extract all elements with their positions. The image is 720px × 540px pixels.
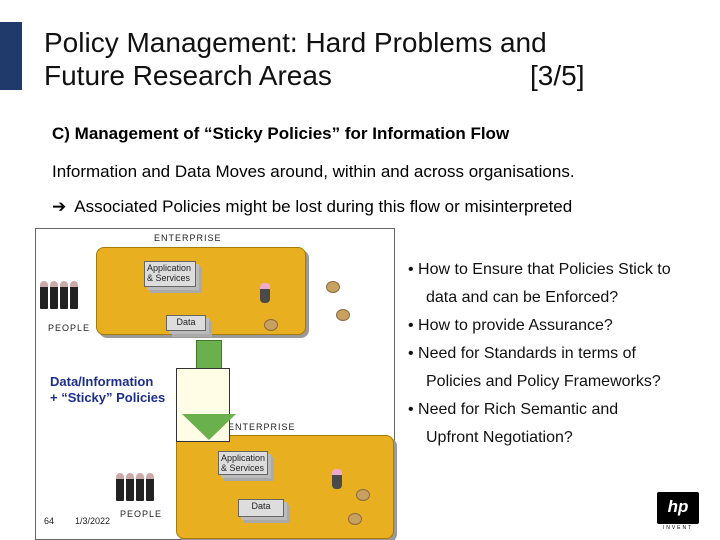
title-line-1: Policy Management: Hard Problems and xyxy=(44,26,547,59)
title-line-2: Future Research Areas xyxy=(44,59,547,92)
paragraph-1: Information and Data Moves around, withi… xyxy=(52,162,575,182)
data-card-bottom: Data xyxy=(238,499,284,517)
people-label-bottom: PEOPLE xyxy=(120,509,162,519)
section-heading: C) Management of “Sticky Policies” for I… xyxy=(52,124,509,144)
page-number: 64 xyxy=(44,516,54,526)
object-icon xyxy=(336,309,350,321)
flow-arrow-head xyxy=(182,414,236,440)
bullet-2-line-1: • How to provide Assurance? xyxy=(408,317,613,334)
paragraph-2-text: Associated Policies might be lost during… xyxy=(74,197,572,216)
bullet-4-line-2: Upfront Negotiation? xyxy=(408,424,713,452)
people-group-bottom xyxy=(116,473,154,501)
title-accent-bar xyxy=(0,22,22,90)
sticky-label-line-2: + “Sticky” Policies xyxy=(50,390,165,405)
bullet-3-line-1: • Need for Standards in terms of xyxy=(408,345,636,362)
sticky-label-line-1: Data/Information xyxy=(50,374,153,389)
footer-date: 1/3/2022 xyxy=(75,516,110,526)
object-icon xyxy=(356,489,370,501)
bullet-item: • How to provide Assurance? xyxy=(408,312,713,340)
bullet-item: • Need for Rich Semantic and Upfront Neg… xyxy=(408,396,713,452)
object-icon xyxy=(264,319,278,331)
paragraph-2: ➔ Associated Policies might be lost durin… xyxy=(52,197,572,217)
person-icon xyxy=(332,469,342,489)
enterprise-label-top: ENTERPRISE xyxy=(154,233,222,243)
hp-logo-subtext: INVENT xyxy=(657,525,699,531)
object-icon xyxy=(326,281,340,293)
right-arrow-icon: ➔ xyxy=(52,197,66,216)
object-icon xyxy=(348,513,362,525)
people-group-top xyxy=(40,281,78,309)
enterprise-label-bottom: ENTERPRISE xyxy=(228,422,296,432)
slide-title: Policy Management: Hard Problems and Fut… xyxy=(44,26,547,92)
bullet-1-line-1: • How to Ensure that Policies Stick to xyxy=(408,261,671,278)
people-label-top: PEOPLE xyxy=(48,323,90,333)
bullet-1-line-2: data and can be Enforced? xyxy=(408,284,713,312)
sticky-policies-label: Data/Information + “Sticky” Policies xyxy=(50,374,165,406)
bullet-item: • How to Ensure that Policies Stick to d… xyxy=(408,256,713,312)
app-services-card-bottom: Application & Services xyxy=(218,451,268,475)
bullet-4-line-1: • Need for Rich Semantic and xyxy=(408,401,618,418)
hp-logo: hp xyxy=(657,492,699,524)
app-services-card-top: Application & Services xyxy=(144,261,196,287)
bullet-list: • How to Ensure that Policies Stick to d… xyxy=(408,256,713,452)
bullet-item: • Need for Standards in terms of Policie… xyxy=(408,340,713,396)
bullet-3-line-2: Policies and Policy Frameworks? xyxy=(408,368,713,396)
person-icon xyxy=(260,283,270,303)
slide-number: [3/5] xyxy=(530,59,584,92)
enterprise-box-bottom xyxy=(176,435,394,539)
data-card-top: Data xyxy=(166,315,206,331)
